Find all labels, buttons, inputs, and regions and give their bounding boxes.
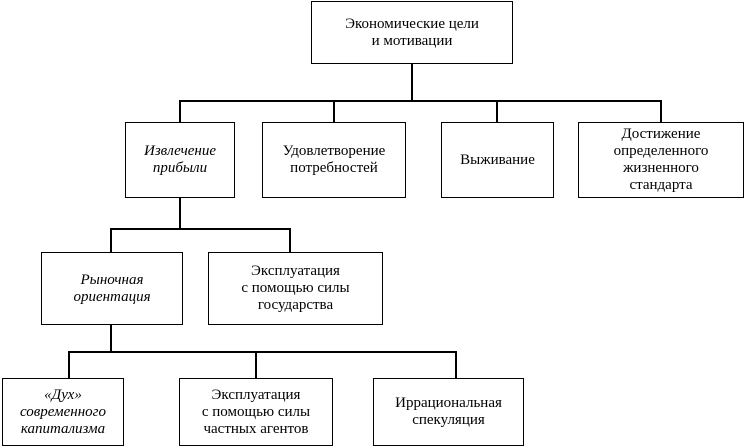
node-text-line: Извлечение bbox=[144, 143, 216, 159]
node-survival: Выживание bbox=[441, 122, 554, 198]
node-private-exploitation: Эксплуатация с помощью силы частных аген… bbox=[179, 378, 333, 446]
node-text-line: частных агентов bbox=[203, 420, 309, 437]
node-text-line: Выживание bbox=[460, 151, 535, 168]
node-text-line: Эксплуатация bbox=[211, 386, 301, 403]
node-text-line: капитализма bbox=[20, 420, 106, 437]
node-text-line: потребностей bbox=[290, 160, 378, 176]
node-profit-extraction: Извлечение прибыли bbox=[125, 122, 235, 198]
node-text-line: современного bbox=[19, 403, 107, 420]
node-spirit-of-capitalism: «Дух» современного капитализма bbox=[2, 378, 124, 446]
node-text-line: Экономические цели bbox=[345, 15, 479, 32]
node-text-line: Удовлетворение bbox=[282, 143, 386, 159]
node-irrational-speculation: Иррациональная спекуляция bbox=[373, 378, 524, 446]
node-text-line: определенного bbox=[613, 143, 709, 159]
node-living-standard: Достижение определенного жизненного стан… bbox=[578, 122, 744, 198]
node-text-line: Эксплуатация bbox=[251, 263, 340, 279]
node-text-line: с помощью силы bbox=[201, 403, 311, 420]
node-text-line: с помощью силы bbox=[241, 280, 350, 296]
node-text-line: ориентация bbox=[73, 288, 151, 305]
node-text-line: стандарта bbox=[629, 177, 693, 193]
node-economic-goals: Экономические цели и мотивации bbox=[311, 1, 513, 64]
node-text-line: Иррациональная bbox=[395, 395, 502, 411]
node-market-orientation: Рыночная ориентация bbox=[41, 252, 183, 325]
node-text-line: Рыночная bbox=[80, 271, 144, 288]
node-needs-satisfaction: Удовлетворение потребностей bbox=[262, 122, 406, 198]
node-text-line: «Дух» bbox=[44, 386, 82, 403]
node-text-line: жизненного bbox=[623, 160, 699, 176]
node-text-line: Достижение bbox=[621, 126, 701, 142]
node-text-line: спекуляция bbox=[412, 412, 485, 428]
node-state-exploitation: Эксплуатация с помощью силы государства bbox=[208, 252, 383, 325]
node-text-line: и мотивации bbox=[371, 32, 453, 49]
node-text-line: прибыли bbox=[152, 160, 208, 176]
node-text-line: государства bbox=[257, 297, 334, 313]
